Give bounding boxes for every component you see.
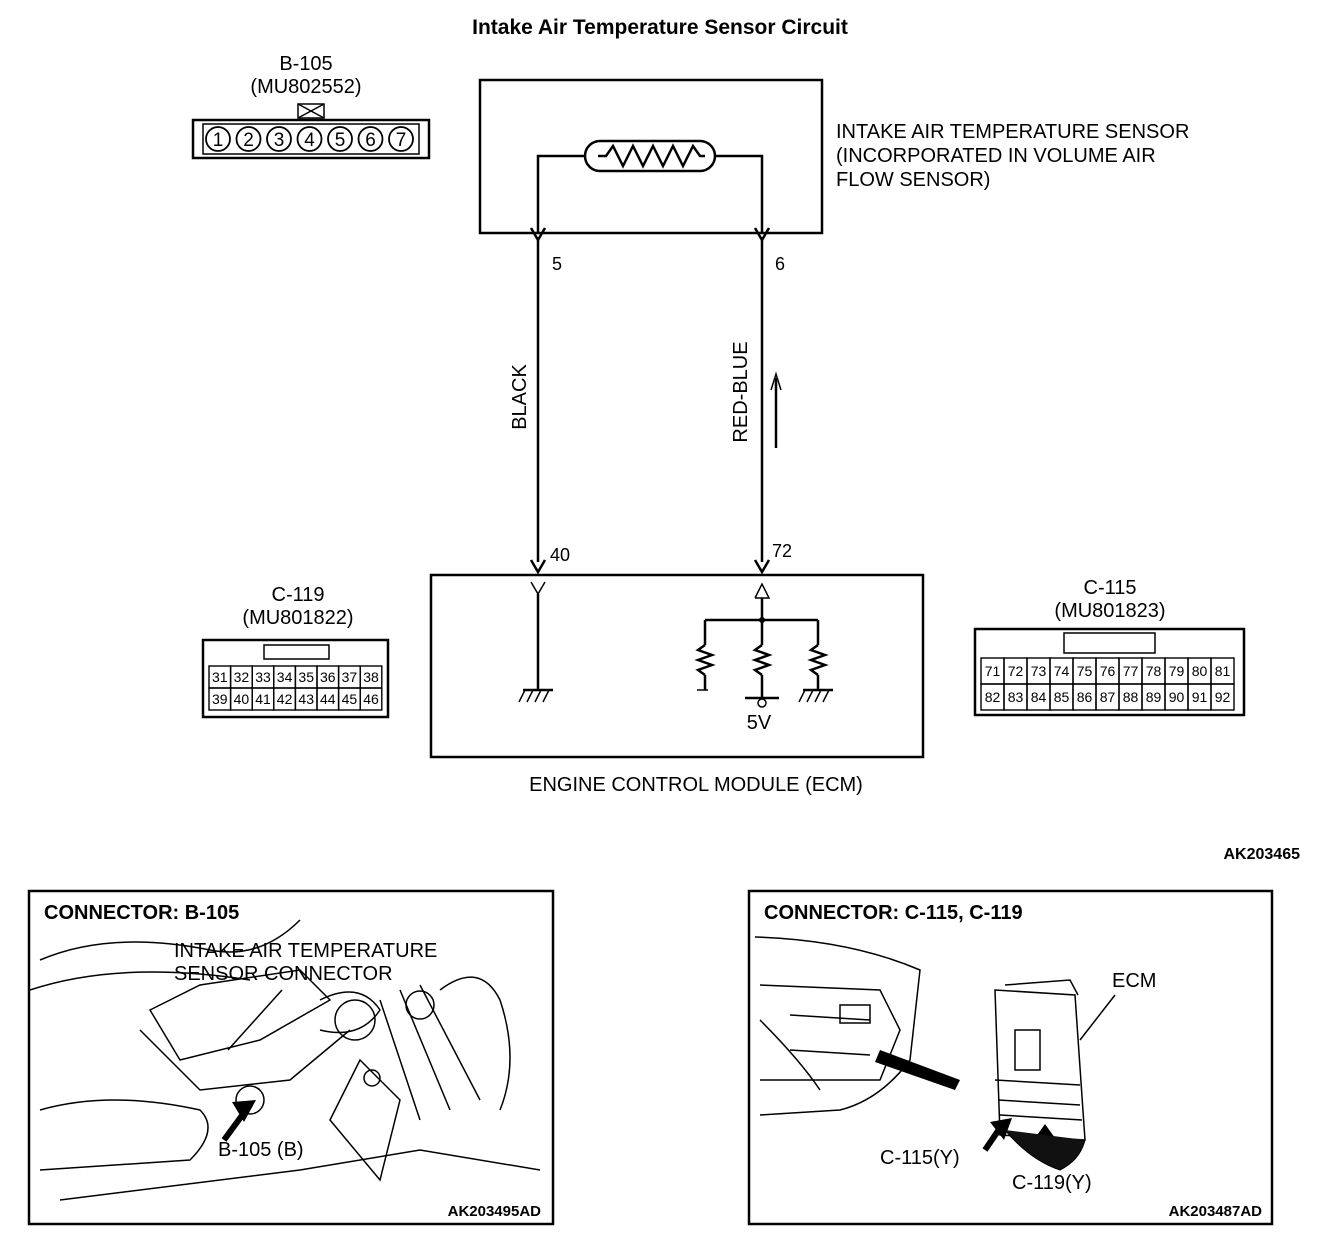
c119-pin-label: 38 bbox=[363, 669, 379, 685]
ground-icon bbox=[518, 688, 553, 703]
photo-left-callout-line-1: INTAKE AIR TEMPERATURE bbox=[174, 940, 437, 962]
c119-connector-face bbox=[201, 638, 390, 719]
c119-pin-label: 43 bbox=[298, 691, 314, 707]
c115-pin-label: 78 bbox=[1146, 663, 1162, 679]
c119-id: C-119 bbox=[272, 584, 325, 606]
c115-pin-label: 80 bbox=[1192, 663, 1208, 679]
ecm-pin-40: 40 bbox=[550, 545, 570, 565]
c115-pin-label: 75 bbox=[1077, 663, 1093, 679]
ecm-5v-label: 5V bbox=[747, 712, 772, 734]
c115-part: (MU801823) bbox=[1054, 600, 1165, 622]
b105-pin-label: 1 bbox=[213, 130, 224, 151]
photo-b105-location bbox=[27, 889, 555, 1226]
c115-pin-label: 86 bbox=[1077, 689, 1093, 705]
b105-pin-5 bbox=[327, 126, 353, 152]
c115-pin-label: 88 bbox=[1123, 689, 1139, 705]
b105-pin-label: 3 bbox=[274, 130, 285, 151]
c115-pin-label: 83 bbox=[1008, 689, 1024, 705]
c115-pin-grid: 71 72 73 74 75 76 77 78 79 80 81 82 83 84 85 86 87 88 89 90… bbox=[980, 657, 1235, 711]
c119-pin-label: 40 bbox=[234, 691, 250, 707]
b105-pin-1 bbox=[205, 126, 231, 152]
photo-left-code: AK203495AD bbox=[448, 1203, 542, 1220]
c115-pin-label: 72 bbox=[1008, 663, 1024, 679]
c119-pin-label: 46 bbox=[363, 691, 379, 707]
c119-pin-label: 36 bbox=[320, 669, 336, 685]
c115-pin-label: 85 bbox=[1054, 689, 1070, 705]
diagram-title: Intake Air Temperature Sensor Circuit bbox=[472, 16, 848, 39]
b105-pin-2 bbox=[235, 126, 262, 152]
b105-id: B-105 bbox=[279, 53, 332, 75]
c115-pin-label: 77 bbox=[1123, 663, 1139, 679]
c115-pointer-arrow-icon bbox=[982, 1118, 1012, 1152]
c115-pin-label: 90 bbox=[1169, 689, 1185, 705]
c119-pin-grid: 31 32 33 34 35 36 37 38 39 40 41 42 43 44 45 46 bbox=[208, 665, 383, 711]
b105-pin-label: 6 bbox=[365, 130, 376, 151]
figure-code: AK203465 bbox=[1224, 846, 1301, 863]
b105-pin-6 bbox=[357, 126, 384, 152]
sensor-label-line-3: FLOW SENSOR) bbox=[836, 169, 990, 191]
c115-pin-label: 81 bbox=[1215, 663, 1231, 679]
c119-pin-label: 35 bbox=[298, 669, 314, 685]
c119-pin-label: 33 bbox=[255, 669, 271, 685]
c119-pin-label: 39 bbox=[212, 691, 228, 707]
photo-left-callout-line-2: SENSOR CONNECTOR bbox=[174, 963, 393, 985]
b105-part: (MU802552) bbox=[250, 76, 361, 98]
wire-color-red-blue: RED-BLUE bbox=[730, 341, 752, 442]
b105-pin-label: 7 bbox=[396, 130, 407, 151]
c115-pin-label: 71 bbox=[985, 663, 1001, 679]
b105-pin-label: 4 bbox=[304, 130, 315, 151]
c119-pin-label: 32 bbox=[234, 669, 250, 685]
c115-pin-label: 87 bbox=[1100, 689, 1116, 705]
photo-ecm-location bbox=[747, 889, 1274, 1226]
ecm-box bbox=[429, 573, 925, 759]
b105-connector-face bbox=[191, 103, 431, 160]
c119-pin-label: 42 bbox=[277, 691, 293, 707]
b105-pin-4 bbox=[296, 126, 323, 152]
sensor-box bbox=[478, 78, 824, 243]
c115-pin-label: 89 bbox=[1146, 689, 1162, 705]
c115-pin-label: 74 bbox=[1054, 663, 1070, 679]
sensor-label-line-2: (INCORPORATED IN VOLUME AIR bbox=[836, 145, 1156, 167]
photo-right-heading: CONNECTOR: C-115, C-119 bbox=[764, 902, 1023, 924]
c119-pin-label: 41 bbox=[255, 691, 271, 707]
photo-left-pointer-label: B-105 (B) bbox=[218, 1139, 304, 1161]
pointer-arrow-icon bbox=[221, 1100, 256, 1142]
c119-pin-label: 37 bbox=[342, 669, 358, 685]
c115-pin-label: 79 bbox=[1169, 663, 1185, 679]
c119-pin-label: 34 bbox=[277, 669, 293, 685]
photo-right-c119-label: C-119(Y) bbox=[1012, 1172, 1092, 1194]
b105-pin-label: 5 bbox=[335, 130, 346, 151]
photo-right-code: AK203487AD bbox=[1169, 1203, 1263, 1220]
c115-pin-label: 92 bbox=[1215, 689, 1231, 705]
signal-direction-arrow-icon bbox=[770, 371, 782, 448]
c115-id: C-115 bbox=[1084, 577, 1137, 599]
ecm-pin-72: 72 bbox=[772, 541, 792, 561]
c119-pin-label: 44 bbox=[320, 691, 336, 707]
c119-pin-label: 45 bbox=[342, 691, 358, 707]
c115-pin-label: 91 bbox=[1192, 689, 1208, 705]
wire-color-black: BLACK bbox=[509, 364, 531, 430]
ecm-label: ENGINE CONTROL MODULE (ECM) bbox=[529, 774, 863, 796]
b105-pin-7 bbox=[388, 126, 414, 152]
photo-right-ecm-label: ECM bbox=[1112, 970, 1156, 992]
sensor-pin-5: 5 bbox=[552, 254, 562, 274]
c115-pin-label: 76 bbox=[1100, 663, 1116, 679]
sensor-label-line-1: INTAKE AIR TEMPERATURE SENSOR bbox=[836, 121, 1189, 143]
c119-pin-label: 31 bbox=[212, 669, 228, 685]
c115-pin-92 bbox=[1210, 683, 1235, 711]
photo-left-heading: CONNECTOR: B-105 bbox=[44, 902, 239, 924]
thermistor-resistor-icon bbox=[598, 143, 705, 169]
c115-pin-label: 82 bbox=[985, 689, 1001, 705]
c115-pin-label: 84 bbox=[1031, 689, 1047, 705]
sensor-pin-6: 6 bbox=[775, 254, 785, 274]
c115-pin-label: 73 bbox=[1031, 663, 1047, 679]
b105-pin-label: 2 bbox=[243, 130, 254, 151]
photo-right-c115-label: C-115(Y) bbox=[880, 1147, 960, 1169]
c115-connector-face bbox=[973, 627, 1246, 717]
b105-pin-3 bbox=[266, 126, 292, 152]
c119-part: (MU801822) bbox=[242, 607, 353, 629]
c119-pin-46 bbox=[359, 687, 383, 711]
